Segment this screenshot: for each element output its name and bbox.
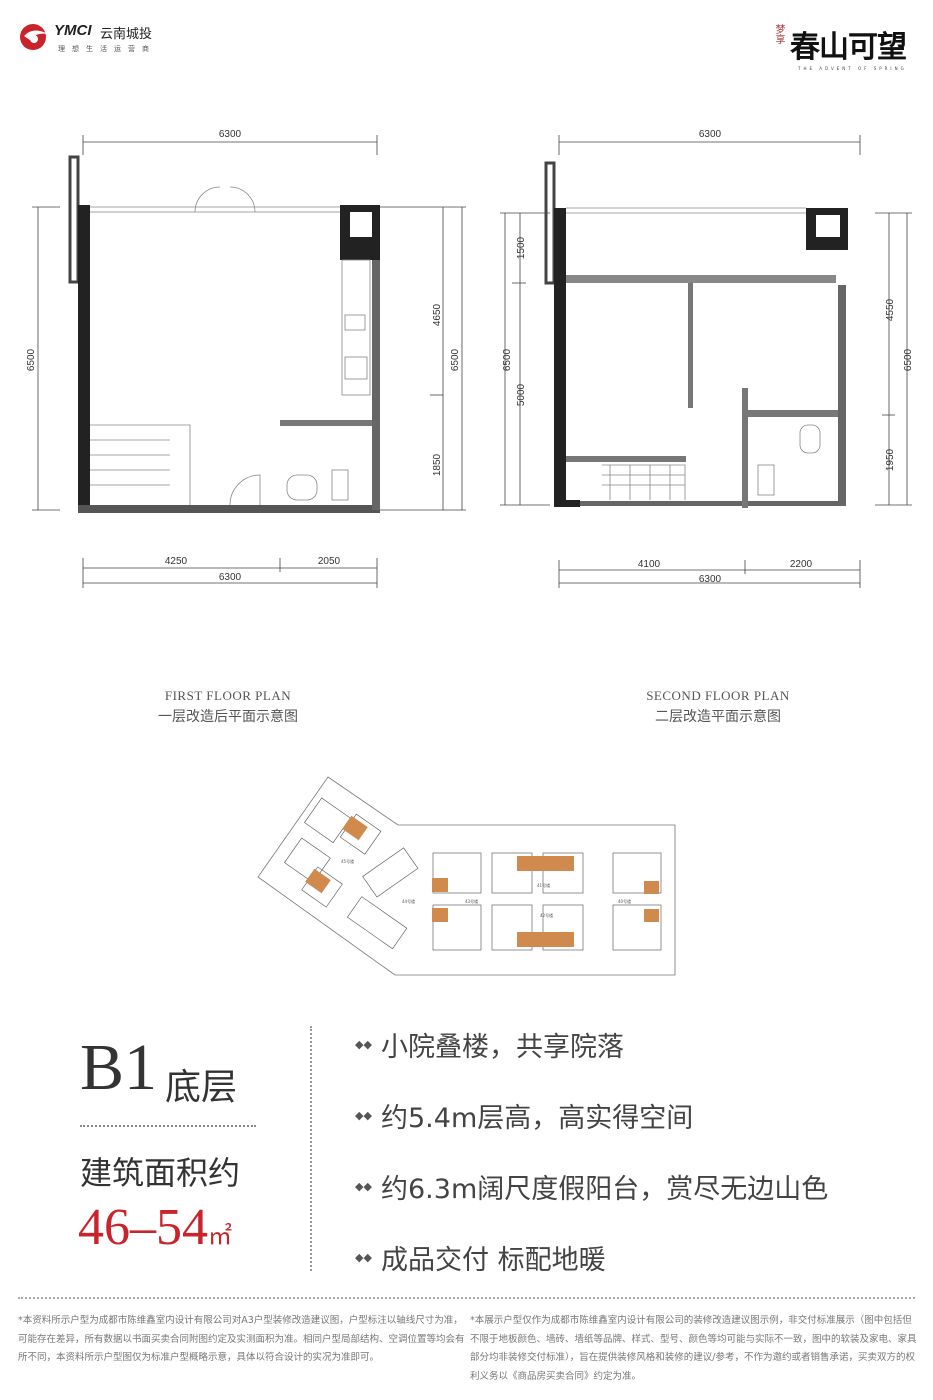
second-floor-plan: 6300 6500 1500 5000 4550 1950 6500 4100 … <box>500 129 914 588</box>
vertical-divider <box>310 1026 312 1271</box>
building-label: 44号楼 <box>402 898 415 904</box>
dim-bottom-total: 6300 <box>699 574 722 585</box>
feature-item: ◆◆ 成品交付 标配地暖 <box>355 1238 606 1277</box>
project-en: THE ADVENT OF SPRING <box>798 66 907 71</box>
building-label: 43号楼 <box>465 898 478 904</box>
second-floor-caption-cn: 二层改造平面示意图 <box>655 709 781 725</box>
project-prefix: 梦享 <box>773 24 784 44</box>
dim-right-total: 6500 <box>903 348 914 371</box>
first-floor-caption-en: FIRST FLOOR PLAN <box>164 688 292 703</box>
developer-name: 云南城投 <box>100 27 153 42</box>
diamond-bullet-icon: ◆◆ <box>355 1180 372 1193</box>
dim-bottom-left: 4250 <box>165 556 188 567</box>
dim-bottom-total: 6300 <box>219 572 242 583</box>
developer-slogan: 理想生活运营商 <box>58 45 156 53</box>
dim-left-lower: 5000 <box>516 383 527 406</box>
feature-text: 约6.3m阔尺度假阳台，赏尽无边山色 <box>381 1174 829 1205</box>
building-label: 45号楼 <box>341 858 354 864</box>
feature-item: ◆◆ 约6.3m阔尺度假阳台，赏尽无边山色 <box>355 1167 828 1206</box>
area-number: 46–54 <box>78 1199 208 1256</box>
diamond-bullet-icon: ◆◆ <box>355 1109 372 1122</box>
dim-bottom-right: 2050 <box>318 556 341 567</box>
unit-level: 底层 <box>165 1067 238 1108</box>
dim-right-upper: 4550 <box>885 298 896 321</box>
second-floor-caption-en: SECOND FLOOR PLAN <box>646 688 790 703</box>
disclaimer-right: *本展示户型仅作为成都市陈维鑫室内设计有限公司的装修改造建议图示例，非交付标准展… <box>470 1315 917 1382</box>
dim-top: 6300 <box>699 129 722 140</box>
diamond-bullet-icon: ◆◆ <box>355 1038 372 1051</box>
feature-item: ◆◆ 约5.4m层高，高实得空间 <box>355 1096 693 1135</box>
divider <box>80 1125 256 1127</box>
area-unit: ㎡ <box>208 1224 232 1250</box>
disclaimer-left: *本资料所示户型为成都市陈维鑫室内设计有限公司对A3户型装修改造建议图，户型标注… <box>18 1315 465 1363</box>
feature-text: 成品交付 标配地暖 <box>381 1245 606 1276</box>
dim-right-total: 6500 <box>450 348 461 371</box>
footer-divider <box>18 1297 915 1299</box>
dim-right-lower: 1950 <box>885 448 896 471</box>
dim-right-upper: 4650 <box>432 303 443 326</box>
building-label: 40号楼 <box>618 898 631 904</box>
area-label: 建筑面积约 <box>80 1154 241 1192</box>
area-value: 46–54㎡ <box>78 1198 232 1257</box>
developer-logo <box>18 22 52 56</box>
developer-logo-icon <box>20 24 48 50</box>
first-floor-plan: 6300 6500 4650 1850 6500 4250 2050 6300 <box>26 129 466 588</box>
site-plan: 45号楼 44号楼 43号楼 41号楼 42号楼 40号楼 <box>257 776 676 976</box>
highlighted-units <box>305 815 659 947</box>
developer-logo-text: YMCI <box>54 22 92 39</box>
dim-bottom-right: 2200 <box>790 559 813 570</box>
dim-right-lower: 1850 <box>432 453 443 476</box>
walls <box>68 155 380 513</box>
feature-text: 小院叠楼，共享院落 <box>381 1032 624 1063</box>
dim-top: 6300 <box>219 129 242 140</box>
dim-left-total: 6500 <box>502 348 513 371</box>
feature-text: 约5.4m层高，高实得空间 <box>381 1103 694 1134</box>
unit-code: B1 <box>80 1031 158 1104</box>
dim-left-upper: 1500 <box>516 236 527 259</box>
feature-item: ◆◆ 小院叠楼，共享院落 <box>355 1025 624 1064</box>
first-floor-caption-cn: 一层改造后平面示意图 <box>158 709 298 725</box>
project-name: 春山可望 <box>790 30 907 65</box>
building-label: 41号楼 <box>537 882 550 888</box>
dim-left: 6500 <box>26 348 37 371</box>
diamond-bullet-icon: ◆◆ <box>355 1251 372 1264</box>
dim-bottom-left: 4100 <box>638 559 661 570</box>
building-label: 42号楼 <box>540 912 553 918</box>
